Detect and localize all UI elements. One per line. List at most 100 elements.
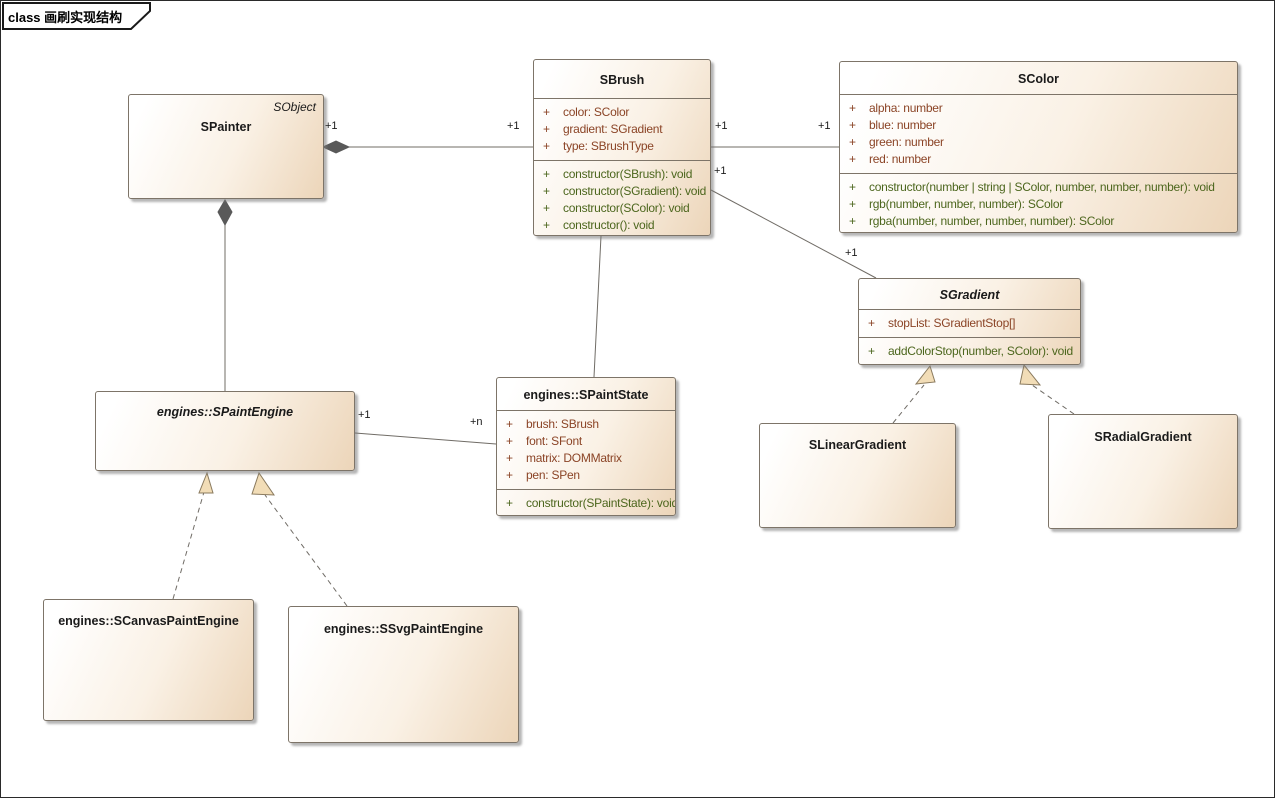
attribute-row: + type: SBrushType [534,138,710,155]
attribute-row: +brush: SBrush [497,416,675,433]
class-scanvaspaintengine[interactable]: engines::SCanvasPaintEngine [43,599,254,721]
visibility-marker: + [849,101,856,115]
member-text: pen: SPen [526,468,580,482]
member-text: alpha: number [869,101,943,115]
member-text: font: SFont [526,434,582,448]
multiplicity-engine-state-tgt: +n [470,416,483,428]
class-name: SGradient [939,288,1000,302]
multiplicity-engine-state-src: +1 [358,409,371,421]
realization-ssvgpaintengine-spaintengine [264,494,348,607]
attribute-row: + alpha: number [840,100,1237,117]
attribute-row: +stopList: SGradientStop[] [859,315,1080,332]
member-text: constructor(): void [563,218,655,232]
visibility-marker: + [543,184,550,198]
operations-section: + constructor(number | string | SColor, n… [840,173,1237,235]
visibility-marker: + [506,434,513,448]
operation-row: +rgba(number, number, number, number): S… [840,213,1237,230]
class-name: engines::SSvgPaintEngine [323,622,484,636]
realization-scanvaspaintengine-spaintengine [172,491,205,600]
member-text: gradient: SGradient [563,122,663,136]
member-text: addColorStop(number, SColor): void [888,344,1073,358]
member-text: constructor(SColor): void [563,201,690,215]
member-text: constructor(SPaintState): void [526,496,675,510]
class-sgradient[interactable]: SGradient +stopList: SGradientStop[] +ad… [858,278,1081,365]
class-name: SColor [1018,72,1059,86]
operations-section: +addColorStop(number, SColor): void [859,337,1080,365]
visibility-marker: + [849,214,856,228]
realization-arrowhead-scanvaspaintengine [198,471,214,494]
class-ssvgpaintengine[interactable]: engines::SSvgPaintEngine [288,606,519,743]
operation-row: +constructor(): void [534,217,710,234]
attribute-row: + pen: SPen [497,467,675,484]
multiplicity-painter-brush-tgt: +1 [507,120,520,132]
realization-sradialgradient-sgradient [1031,384,1075,415]
member-text: blue: number [869,118,937,132]
member-text: color: SColor [563,105,630,119]
attributes-section: + alpha: number + blue: number + green: numbe… [840,94,1237,173]
visibility-marker: + [506,496,513,510]
visibility-marker: + [849,135,856,149]
attributes-section: + color: SColor + gradient: SGradient + type:… [534,98,710,160]
member-text: rgb(number, number, number): SColor [869,197,1064,211]
class-scolor[interactable]: SColor + alpha: number + blue: number + green… [839,61,1238,233]
multiplicity-brush-color-src: +1 [715,120,728,132]
visibility-marker: + [868,316,875,330]
realization-arrowhead-sradialgradient [1019,363,1042,386]
class-sradialgradient[interactable]: SRadialGradient [1048,414,1238,529]
class-slineargradient[interactable]: SLinearGradient [759,423,956,528]
visibility-marker: + [543,201,550,215]
operation-row: +constructor(number | string | SColor, n… [840,179,1237,196]
class-title: SGradient [859,279,1080,309]
visibility-marker: + [543,122,550,136]
visibility-marker: + [849,152,856,166]
stereotype-label: SObject [273,100,316,114]
realization-slineargradient-sgradient [892,384,925,424]
class-spaintengine[interactable]: engines::SPaintEngine [95,391,355,471]
multiplicity-brush-gradient-src: +1 [714,165,727,177]
class-sbrush[interactable]: SBrush + color: SColor + gradient: SGradien… [533,59,711,236]
multiplicity-brush-color-tgt: +1 [818,120,831,132]
attribute-row: + font: SFont [497,433,675,450]
multiplicity-painter-brush-src: +1 [325,120,338,132]
operation-row: + constructor(SBrush): void [534,166,710,183]
visibility-marker: + [506,417,513,431]
multiplicity-brush-gradient-tgt: +1 [845,247,858,259]
member-text: constructor(SBrush): void [563,167,693,181]
class-spainter[interactable]: SObject SPainter [128,94,324,199]
association-sbrush-spaintstate [593,235,602,378]
attribute-row: + color: SColor [534,104,710,121]
attribute-row: + blue: number [840,117,1237,134]
class-title: engines::SCanvasPaintEngine [44,600,253,628]
class-spaintstate[interactable]: engines::SPaintState +brush: SBrush+font… [496,377,676,516]
class-name: SRadialGradient [1094,430,1192,444]
visibility-marker: + [543,139,550,153]
attributes-section: +brush: SBrush+font: SFont+matrix: DOMMa… [497,410,675,489]
visibility-marker: + [543,167,550,181]
class-title: SRadialGradient [1049,415,1237,444]
class-name: SLinearGradient [808,438,907,452]
class-title: SObject SPainter [129,95,323,134]
visibility-marker: + [506,468,513,482]
composition-diamond-spainter-sbrush [321,140,351,154]
class-title: SLinearGradient [760,424,955,452]
member-text: red: number [869,152,931,166]
operation-row: +constructor(SGradient): void [534,183,710,200]
operation-row: + constructor(SColor): void [534,200,710,217]
visibility-marker: + [543,105,550,119]
visibility-marker: + [849,118,856,132]
member-text: green: number [869,135,944,149]
operations-section: +constructor(SBrush): void+constructor(S… [534,160,710,239]
class-title: SColor [840,62,1237,94]
class-name: SBrush [599,73,645,87]
class-name: engines::SPaintEngine [156,405,294,419]
attributes-section: +stopList: SGradientStop[] [859,309,1080,337]
association-spaintengine-spaintstate [354,432,497,445]
attribute-row: + green: number [840,134,1237,151]
operation-row: +addColorStop(number, SColor): void [859,343,1080,360]
member-text: matrix: DOMMatrix [526,451,622,465]
class-title: engines::SSvgPaintEngine [289,607,518,636]
member-text: constructor(number | string | SColor, nu… [869,180,1215,194]
member-text: type: SBrushType [563,139,654,153]
visibility-marker: + [506,451,513,465]
